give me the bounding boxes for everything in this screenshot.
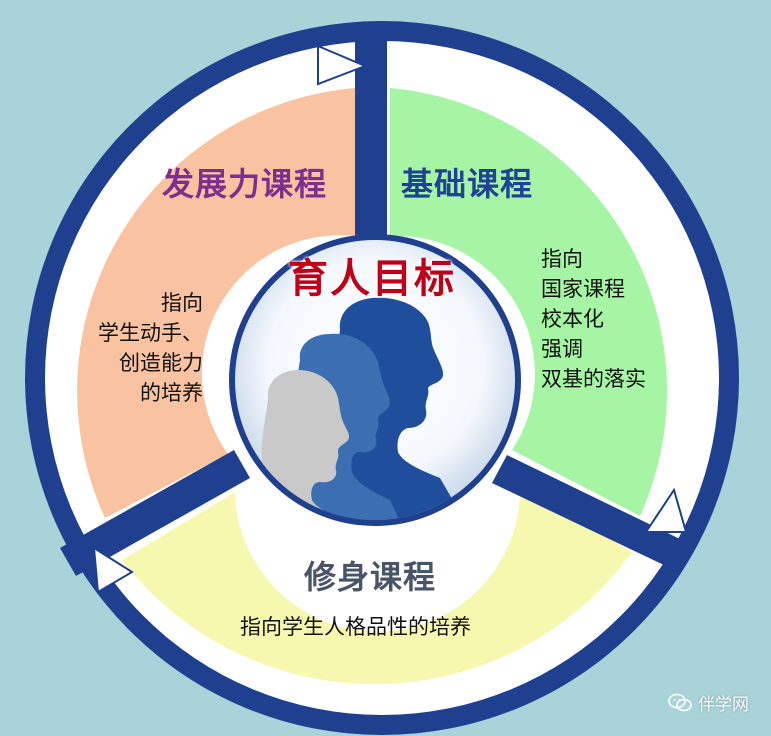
- watermark-text: 伴学网: [698, 695, 749, 715]
- desc-line: 国家课程: [541, 277, 625, 301]
- desc-line: 校本化: [541, 307, 604, 331]
- watermark: 伴学网: [668, 690, 749, 715]
- desc-line: 指向: [541, 247, 583, 271]
- arrow-top-icon: [317, 44, 368, 86]
- divider-left: [60, 450, 250, 576]
- desc-line: 强调: [541, 337, 583, 361]
- arrow-right-icon: [644, 487, 688, 533]
- center-title: 育人目标: [288, 256, 456, 302]
- development-segment: [77, 88, 356, 518]
- development-title: 发展力课程: [162, 165, 328, 203]
- foundation-segment: [390, 88, 667, 516]
- divider-top: [355, 30, 387, 245]
- desc-line: 双基的落实: [541, 367, 646, 391]
- cultivation-segment: [122, 486, 632, 685]
- desc-line: 学生动手、: [98, 321, 203, 345]
- cultivation-title: 修身课程: [304, 558, 437, 596]
- desc-line: 指向: [161, 291, 203, 315]
- foundation-title: 基础课程: [401, 165, 534, 203]
- divider-right: [492, 455, 682, 566]
- wechat-icon: [668, 693, 692, 711]
- foundation-desc: 指向 国家课程 校本化 强调 双基的落实: [541, 244, 646, 394]
- cultivation-desc: 指向学生人格品性的培养: [240, 615, 471, 639]
- development-desc: 指向 学生动手、 创造能力 的培养: [0, 288, 203, 408]
- desc-line: 创造能力: [119, 351, 203, 375]
- arrow-left-icon: [92, 546, 134, 594]
- desc-line: 的培养: [140, 381, 203, 405]
